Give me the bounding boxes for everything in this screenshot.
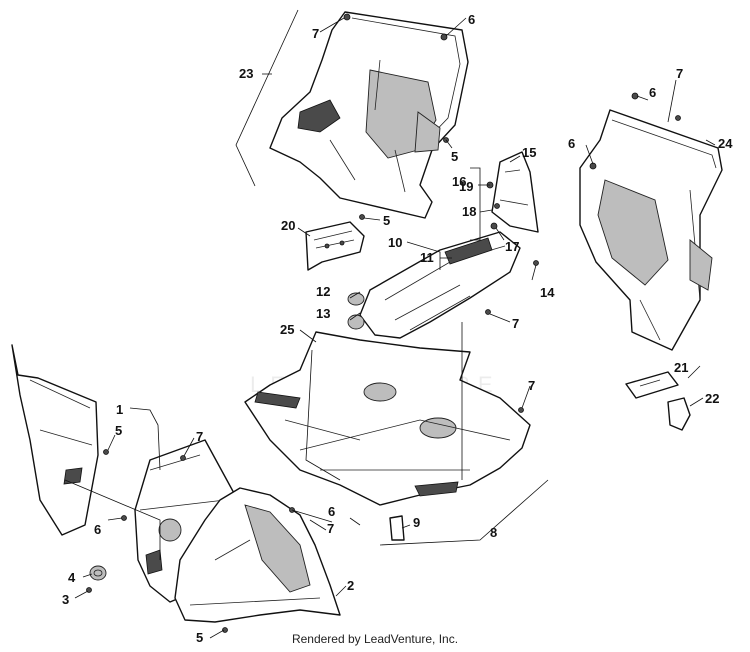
part-15-bracket[interactable] (491, 151, 539, 233)
callouts: 7 6 23 5 7 6 6 24 15 16 19 18 17 14 20 5… (62, 12, 733, 645)
callout-4: 4 (68, 570, 76, 585)
callout-5: 5 (383, 213, 390, 228)
callout-23: 23 (239, 66, 253, 81)
part-23-upper-panel[interactable] (269, 11, 469, 219)
footer-credit: Rendered by LeadVenture, Inc. (291, 632, 459, 646)
part-left-side-panel[interactable] (11, 344, 99, 536)
callout-18: 18 (462, 204, 476, 219)
callout-9: 9 (413, 515, 420, 530)
callout-6: 6 (328, 504, 335, 519)
callout-1: 1 (116, 402, 123, 417)
part-25-floor-tray[interactable] (244, 331, 531, 506)
part-24-right-panel[interactable] (579, 109, 723, 351)
callout-7: 7 (312, 26, 319, 41)
callout-7: 7 (528, 378, 535, 393)
callout-22: 22 (705, 391, 719, 406)
part-4-cap[interactable] (89, 565, 107, 581)
callout-7: 7 (676, 66, 683, 81)
callout-24: 24 (718, 136, 733, 151)
callout-17: 17 (505, 239, 519, 254)
part-21-plate[interactable] (625, 371, 679, 399)
callout-6: 6 (568, 136, 575, 151)
callout-3: 3 (62, 592, 69, 607)
callout-6: 6 (94, 522, 101, 537)
callout-7: 7 (196, 429, 203, 444)
callout-20: 20 (281, 218, 295, 233)
part-13-knob[interactable] (347, 314, 365, 330)
part-20-bracket[interactable] (305, 221, 365, 271)
part-9-bracket[interactable] (389, 515, 405, 541)
leader-lines (64, 9, 716, 639)
callout-21: 21 (674, 360, 688, 375)
part-12-knob[interactable] (347, 292, 365, 306)
callout-25: 25 (280, 322, 294, 337)
part-22-strap[interactable] (667, 397, 691, 431)
callout-19: 19 (459, 179, 473, 194)
callout-6: 6 (649, 85, 656, 100)
callout-15: 15 (522, 145, 536, 160)
callout-7: 7 (512, 316, 519, 331)
part-2-lower-fender[interactable] (174, 487, 341, 623)
callout-6: 6 (468, 12, 475, 27)
part-11-center-console[interactable] (359, 231, 521, 339)
callout-13: 13 (316, 306, 330, 321)
callout-10: 10 (388, 235, 402, 250)
callout-16: 16 (452, 174, 466, 189)
callout-14: 14 (540, 285, 555, 300)
callout-7: 7 (327, 521, 334, 536)
callout-8: 8 (490, 525, 497, 540)
callout-5: 5 (451, 149, 458, 164)
callout-11: 11 (420, 250, 434, 265)
callout-5: 5 (196, 630, 203, 645)
callout-12: 12 (316, 284, 330, 299)
callout-5: 5 (115, 423, 122, 438)
callout-2: 2 (347, 578, 354, 593)
